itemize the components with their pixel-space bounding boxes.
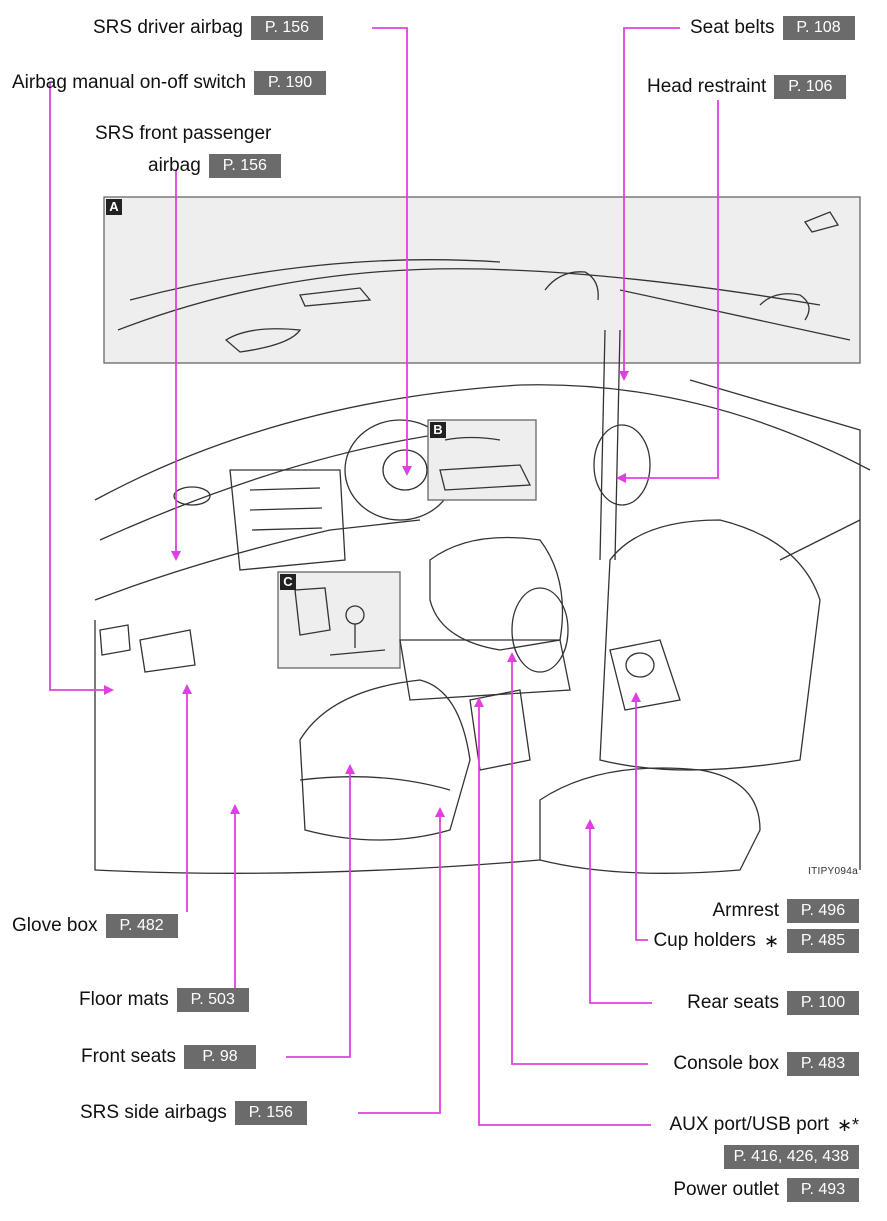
page-ref-link[interactable]: P. 190 bbox=[254, 71, 327, 95]
page-ref-link[interactable]: P. 156 bbox=[234, 1101, 307, 1125]
page-ref-link[interactable]: P. 483 bbox=[787, 1052, 859, 1076]
leader-arrowheads bbox=[104, 371, 641, 829]
page-ref-link[interactable]: P. 100 bbox=[787, 991, 859, 1015]
page-ref-link[interactable]: P. 503 bbox=[176, 988, 249, 1012]
page-ref-link[interactable]: P. 416, 426, 438 bbox=[723, 1145, 859, 1169]
label-aux-port: AUX port/USB port ∗* bbox=[669, 1113, 859, 1137]
label-text: SRS side airbags bbox=[80, 1102, 227, 1123]
page-ref-link[interactable]: P. 108 bbox=[782, 16, 855, 40]
label-text: Rear seats bbox=[687, 992, 779, 1013]
label-power-outlet: Power outlet P. 493 bbox=[673, 1178, 859, 1202]
leader-lines bbox=[49, 27, 719, 1126]
label-text: AUX port/USB port bbox=[669, 1114, 829, 1135]
label-text: Power outlet bbox=[673, 1179, 779, 1200]
label-aux-port-refs: P. 416, 426, 438 bbox=[723, 1145, 859, 1169]
label-text: Head restraint bbox=[647, 76, 767, 97]
label-text: Floor mats bbox=[79, 989, 169, 1010]
asterisk-note: ∗* bbox=[836, 1115, 859, 1135]
label-srs-side-airbags: SRS side airbags P. 156 bbox=[80, 1101, 307, 1125]
label-rear-seats: Rear seats P. 100 bbox=[687, 991, 859, 1015]
label-text: Armrest bbox=[712, 900, 780, 921]
label-floor-mats: Floor mats P. 503 bbox=[79, 988, 249, 1012]
label-text: Console box bbox=[673, 1053, 779, 1074]
label-seat-belts: Seat belts P. 108 bbox=[690, 16, 855, 40]
page-ref-link[interactable]: P. 106 bbox=[774, 75, 847, 99]
page-ref-link[interactable]: P. 98 bbox=[184, 1045, 257, 1069]
label-srs-front-passenger-airbag: airbag P. 156 bbox=[148, 154, 281, 178]
label-glove-box: Glove box P. 482 bbox=[12, 914, 178, 938]
label-text: Airbag manual on-off switch bbox=[12, 72, 247, 93]
label-head-restraint: Head restraint P. 106 bbox=[647, 75, 847, 99]
inset-letter-a: A bbox=[106, 199, 122, 215]
label-text: Front seats bbox=[81, 1046, 177, 1067]
label-srs-front-passenger-line1: SRS front passenger bbox=[95, 122, 271, 146]
page-ref-link[interactable]: P. 482 bbox=[105, 914, 178, 938]
label-text: SRS front passenger bbox=[95, 123, 272, 144]
label-text: airbag bbox=[148, 155, 201, 176]
page-ref-link[interactable]: P. 496 bbox=[787, 899, 859, 923]
label-srs-driver-airbag: SRS driver airbag P. 156 bbox=[93, 16, 323, 40]
label-console-box: Console box P. 483 bbox=[673, 1052, 859, 1076]
label-text: SRS driver airbag bbox=[93, 17, 243, 38]
page-ref-link[interactable]: P. 156 bbox=[208, 154, 281, 178]
asterisk-note: ∗ bbox=[763, 931, 779, 951]
label-airbag-switch: Airbag manual on-off switch P. 190 bbox=[12, 71, 327, 95]
label-front-seats: Front seats P. 98 bbox=[81, 1045, 257, 1069]
label-text: Cup holders bbox=[653, 930, 756, 951]
inset-letter-b: B bbox=[430, 422, 446, 438]
page-ref-link[interactable]: P. 156 bbox=[250, 16, 323, 40]
page-ref-link[interactable]: P. 493 bbox=[787, 1178, 859, 1202]
illustration-code: ITIPY094a bbox=[808, 866, 858, 877]
page-ref-link[interactable]: P. 485 bbox=[787, 929, 859, 953]
label-text: Glove box bbox=[12, 915, 98, 936]
label-armrest: Armrest P. 496 bbox=[712, 899, 859, 923]
inset-a-frame bbox=[103, 196, 861, 364]
label-text: Seat belts bbox=[690, 17, 775, 38]
inset-letter-c: C bbox=[280, 574, 296, 590]
inset-b-frame bbox=[427, 419, 537, 501]
label-cup-holders: Cup holders ∗ P. 485 bbox=[653, 929, 859, 953]
